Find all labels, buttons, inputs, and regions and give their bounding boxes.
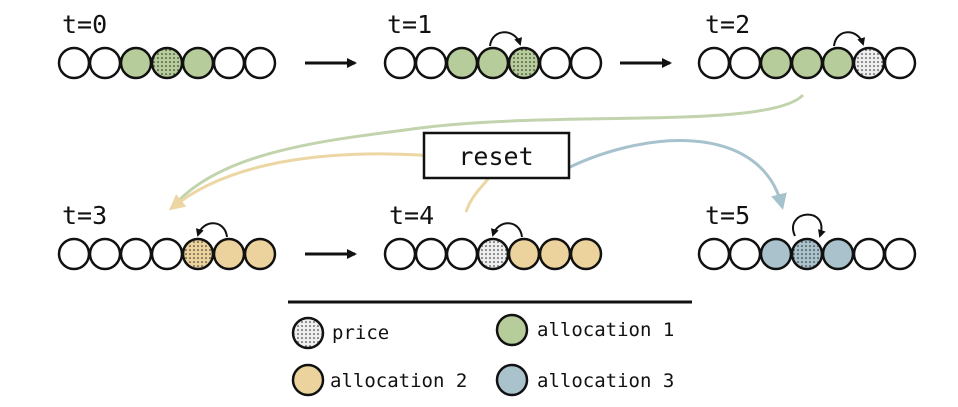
cell-t2-3 — [790, 46, 824, 80]
cell-t3-1 — [88, 237, 122, 271]
cell-t5-0 — [697, 237, 731, 271]
cell-t2-0 — [697, 46, 731, 80]
legend-allocation-2-swatch — [291, 363, 325, 397]
reset-box: reset — [422, 131, 571, 180]
cell-t3-0 — [57, 237, 91, 271]
cell-t0-4 — [181, 46, 215, 80]
cell-t1-0 — [383, 46, 417, 80]
cell-t5-1 — [728, 237, 762, 271]
cell-t0-2 — [119, 46, 153, 80]
cell-t1-6 — [569, 46, 603, 80]
cell-t0-6 — [243, 46, 277, 80]
cell-row-t5 — [697, 237, 917, 271]
reset-label: reset — [458, 142, 533, 171]
legend-allocation-3-swatch — [495, 363, 529, 397]
cell-t4-4 — [507, 237, 541, 271]
cell-t1-3 — [476, 46, 510, 80]
cell-t5-6 — [883, 237, 917, 271]
price-marker-t2 — [855, 49, 883, 77]
cell-t2-6 — [883, 46, 917, 80]
price-move-arrow-t2 — [833, 31, 866, 47]
cell-t0-1 — [88, 46, 122, 80]
cell-t4-1 — [414, 237, 448, 271]
cell-t4-5 — [538, 237, 572, 271]
cell-t4-0 — [383, 237, 417, 271]
price-marker-t3 — [184, 240, 212, 268]
price-move-arrow-t1 — [489, 31, 523, 47]
cell-t4-6 — [569, 237, 603, 271]
cell-row-t1 — [383, 46, 603, 80]
cell-t2-4 — [821, 46, 855, 80]
legend-price-label: price — [332, 322, 389, 344]
cell-t2-1 — [728, 46, 762, 80]
cell-row-t0 — [57, 46, 277, 80]
cell-row-t4 — [383, 237, 603, 271]
cell-t3-2 — [119, 237, 153, 271]
reset-curve-allocation-3 — [559, 139, 787, 210]
cell-t1-1 — [414, 46, 448, 80]
price-marker-t0 — [153, 49, 181, 77]
cell-row-t2 — [697, 46, 917, 80]
legend-allocation-1-swatch — [495, 313, 529, 347]
cell-t1-5 — [538, 46, 572, 80]
legend: price allocation 1 allocation 2 allocati… — [291, 313, 674, 397]
legend-allocation-1-label: allocation 1 — [537, 319, 674, 341]
step-label-t5: t=5 — [705, 201, 750, 230]
step-label-t0: t=0 — [62, 10, 107, 39]
step-label-t3: t=3 — [62, 201, 107, 230]
cell-t4-2 — [445, 237, 479, 271]
price-marker-t1 — [510, 49, 538, 77]
cell-t5-4 — [821, 237, 855, 271]
price-marker-t5 — [793, 240, 821, 268]
price-move-arrow-t3 — [195, 222, 228, 238]
cell-t3-6 — [243, 237, 277, 271]
step-label-t4: t=4 — [389, 201, 434, 230]
step-label-t2: t=2 — [705, 10, 750, 39]
legend-allocation-3-label: allocation 3 — [537, 370, 674, 392]
cell-t1-2 — [445, 46, 479, 80]
step-label-t1: t=1 — [387, 10, 432, 39]
reset-curve-allocation-1 — [170, 93, 805, 209]
price-stay-arrow-t5 — [792, 213, 826, 238]
cell-t3-3 — [150, 237, 184, 271]
price-marker-t4 — [479, 240, 507, 268]
legend-allocation-2-label: allocation 2 — [330, 370, 467, 392]
cell-t5-2 — [759, 237, 793, 271]
cell-t0-5 — [212, 46, 246, 80]
cell-t2-2 — [759, 46, 793, 80]
cell-row-t3 — [57, 237, 277, 271]
cell-t5-5 — [852, 237, 886, 271]
legend-price-dots — [293, 318, 323, 348]
reset-curve-allocation-2 — [168, 152, 491, 213]
cell-t0-0 — [57, 46, 91, 80]
cell-t3-5 — [212, 237, 246, 271]
price-move-arrow-t4 — [490, 222, 523, 238]
